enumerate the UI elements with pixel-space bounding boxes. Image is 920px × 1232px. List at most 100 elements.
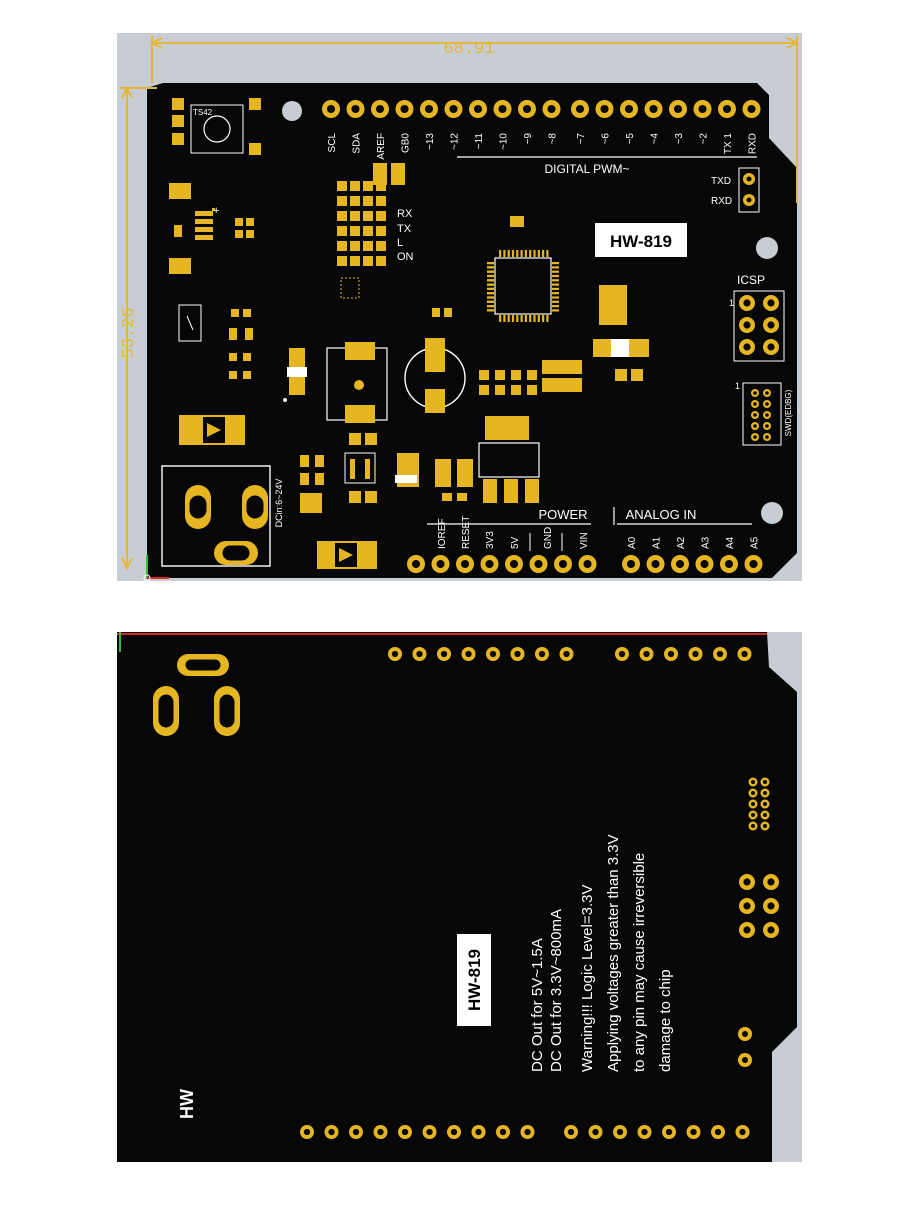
swd-header (742, 382, 782, 446)
power-pin-label: RESET (461, 516, 472, 549)
bottom-top-pad (388, 647, 402, 661)
digital-pwm-label: DIGITAL PWM~ (544, 162, 629, 176)
bottom-top-pad (486, 647, 500, 661)
bottom-swd-pad (760, 788, 770, 798)
bottom-model-box (457, 934, 491, 1026)
bottom-bottom-pad (300, 1125, 314, 1139)
bottom-swd-pad (760, 810, 770, 820)
smd-small-parts (229, 308, 452, 379)
digital-pin-label: RXD (748, 133, 759, 154)
power-header-pin (529, 555, 548, 573)
fuse-component (178, 304, 202, 342)
bottom-icsp-pad (763, 898, 779, 914)
regulator-left (169, 183, 215, 274)
bottom-bottom-pad (613, 1125, 627, 1139)
bottom-top-pad (559, 647, 574, 661)
digital-header-pin (542, 100, 561, 118)
led-label-on: ON (397, 251, 414, 263)
button-label: TS42 (193, 108, 213, 117)
swd-pin (763, 400, 771, 408)
bottom-bottom-pad (471, 1125, 486, 1139)
bottom-swd-pad (760, 799, 770, 809)
bottom-bottom-pad (398, 1125, 412, 1139)
analog-header-pin (671, 555, 689, 573)
bottom-swd-pad (748, 821, 758, 831)
analog-pin-label: A5 (750, 536, 761, 549)
note-line: to any pin may cause irreversible (631, 853, 648, 1072)
mcu-chip (487, 216, 559, 322)
hw-mark: HW (177, 1089, 197, 1119)
bottom-bottom-pad (686, 1125, 701, 1139)
diode-right (593, 285, 649, 381)
digital-pin-label: AREF (376, 133, 387, 160)
digital-header-pin (693, 100, 712, 118)
board-model-box (595, 223, 687, 257)
power-header-pin (456, 555, 474, 573)
bottom-view-svg: HW-819 HW DC Out for 5V~1.5A DC Out for … (117, 632, 797, 1162)
bottom-bottom-header-pads (300, 1125, 750, 1139)
diode-marker (395, 475, 417, 483)
digital-header-pin (742, 100, 761, 118)
bottom-bottom-pad (422, 1125, 437, 1139)
bottom-top-pad (412, 647, 427, 661)
note-line: damage to chip (657, 969, 674, 1072)
reset-button[interactable] (172, 98, 261, 155)
txd-label: TXD (711, 176, 731, 187)
power-pin-label: VIN (579, 532, 590, 549)
power-pin-label: IOREF (437, 518, 448, 549)
analog-pin-label: A2 (676, 536, 687, 549)
swd-pin1-label: 1 (735, 381, 740, 391)
capacitor-cluster (235, 218, 254, 238)
led-label-rx: RX (397, 208, 413, 220)
power-header-pin (554, 555, 572, 573)
mounting-hole (756, 237, 778, 259)
analog-pin-label: A1 (652, 536, 663, 549)
note-line: Applying voltages greater than 3.3V (605, 834, 622, 1072)
digital-header-pin (669, 100, 687, 118)
power-header-pin (431, 555, 450, 573)
digital-pin-label: ~5 (625, 133, 636, 145)
digital-header-pin (371, 100, 389, 118)
bottom-top-pad (615, 647, 629, 661)
icsp-pin (763, 339, 779, 355)
bottom-swd-pad (760, 777, 770, 787)
bottom-swd-pad (748, 810, 758, 820)
width-dimension-label: 68.91 (443, 40, 494, 59)
bottom-icsp-pad (739, 874, 755, 890)
height-dimension-label: 53.26 (120, 307, 139, 358)
swd-pin (751, 411, 759, 419)
digital-header-pins (322, 100, 761, 118)
analog-pin-label: A4 (725, 536, 736, 549)
bottom-top-pad (437, 647, 451, 661)
digital-pin-label: ~11 (474, 133, 485, 150)
digital-pin-label: TX 1 (723, 133, 734, 155)
digital-pin-label: ~7 (576, 133, 587, 145)
bottom-view-panel: HW-819 HW DC Out for 5V~1.5A DC Out for … (117, 632, 802, 1162)
digital-pin-label: ~2 (699, 133, 710, 145)
resistor-row (479, 360, 582, 395)
height-dimension (120, 85, 157, 571)
icsp-pin (763, 295, 779, 311)
analog-header-pin (622, 555, 640, 573)
swd-pin (751, 433, 759, 441)
power-pin-label: GND (543, 527, 554, 549)
digital-header-pin (322, 100, 340, 118)
plus-marker: + (213, 205, 219, 217)
analog-in-label: ANALOG IN (626, 507, 697, 522)
digital-header-pin (644, 100, 663, 118)
bottom-bottom-pad (373, 1125, 388, 1139)
analog-header-pin (695, 555, 714, 573)
led-label-tx: TX (397, 223, 412, 235)
bottom-icsp-pad (763, 922, 779, 938)
rxd-label: RXD (711, 196, 732, 207)
bottom-swd-pad (748, 777, 758, 787)
bottom-bottom-pad (711, 1125, 725, 1139)
warning-note: DC Out for 5V~1.5A DC Out for 3.3V~800mA… (529, 834, 674, 1072)
power-header-pin (407, 555, 425, 573)
digital-header-pin (346, 100, 365, 118)
voltage-regulator (478, 416, 540, 503)
bottom-bottom-pad (735, 1125, 750, 1139)
